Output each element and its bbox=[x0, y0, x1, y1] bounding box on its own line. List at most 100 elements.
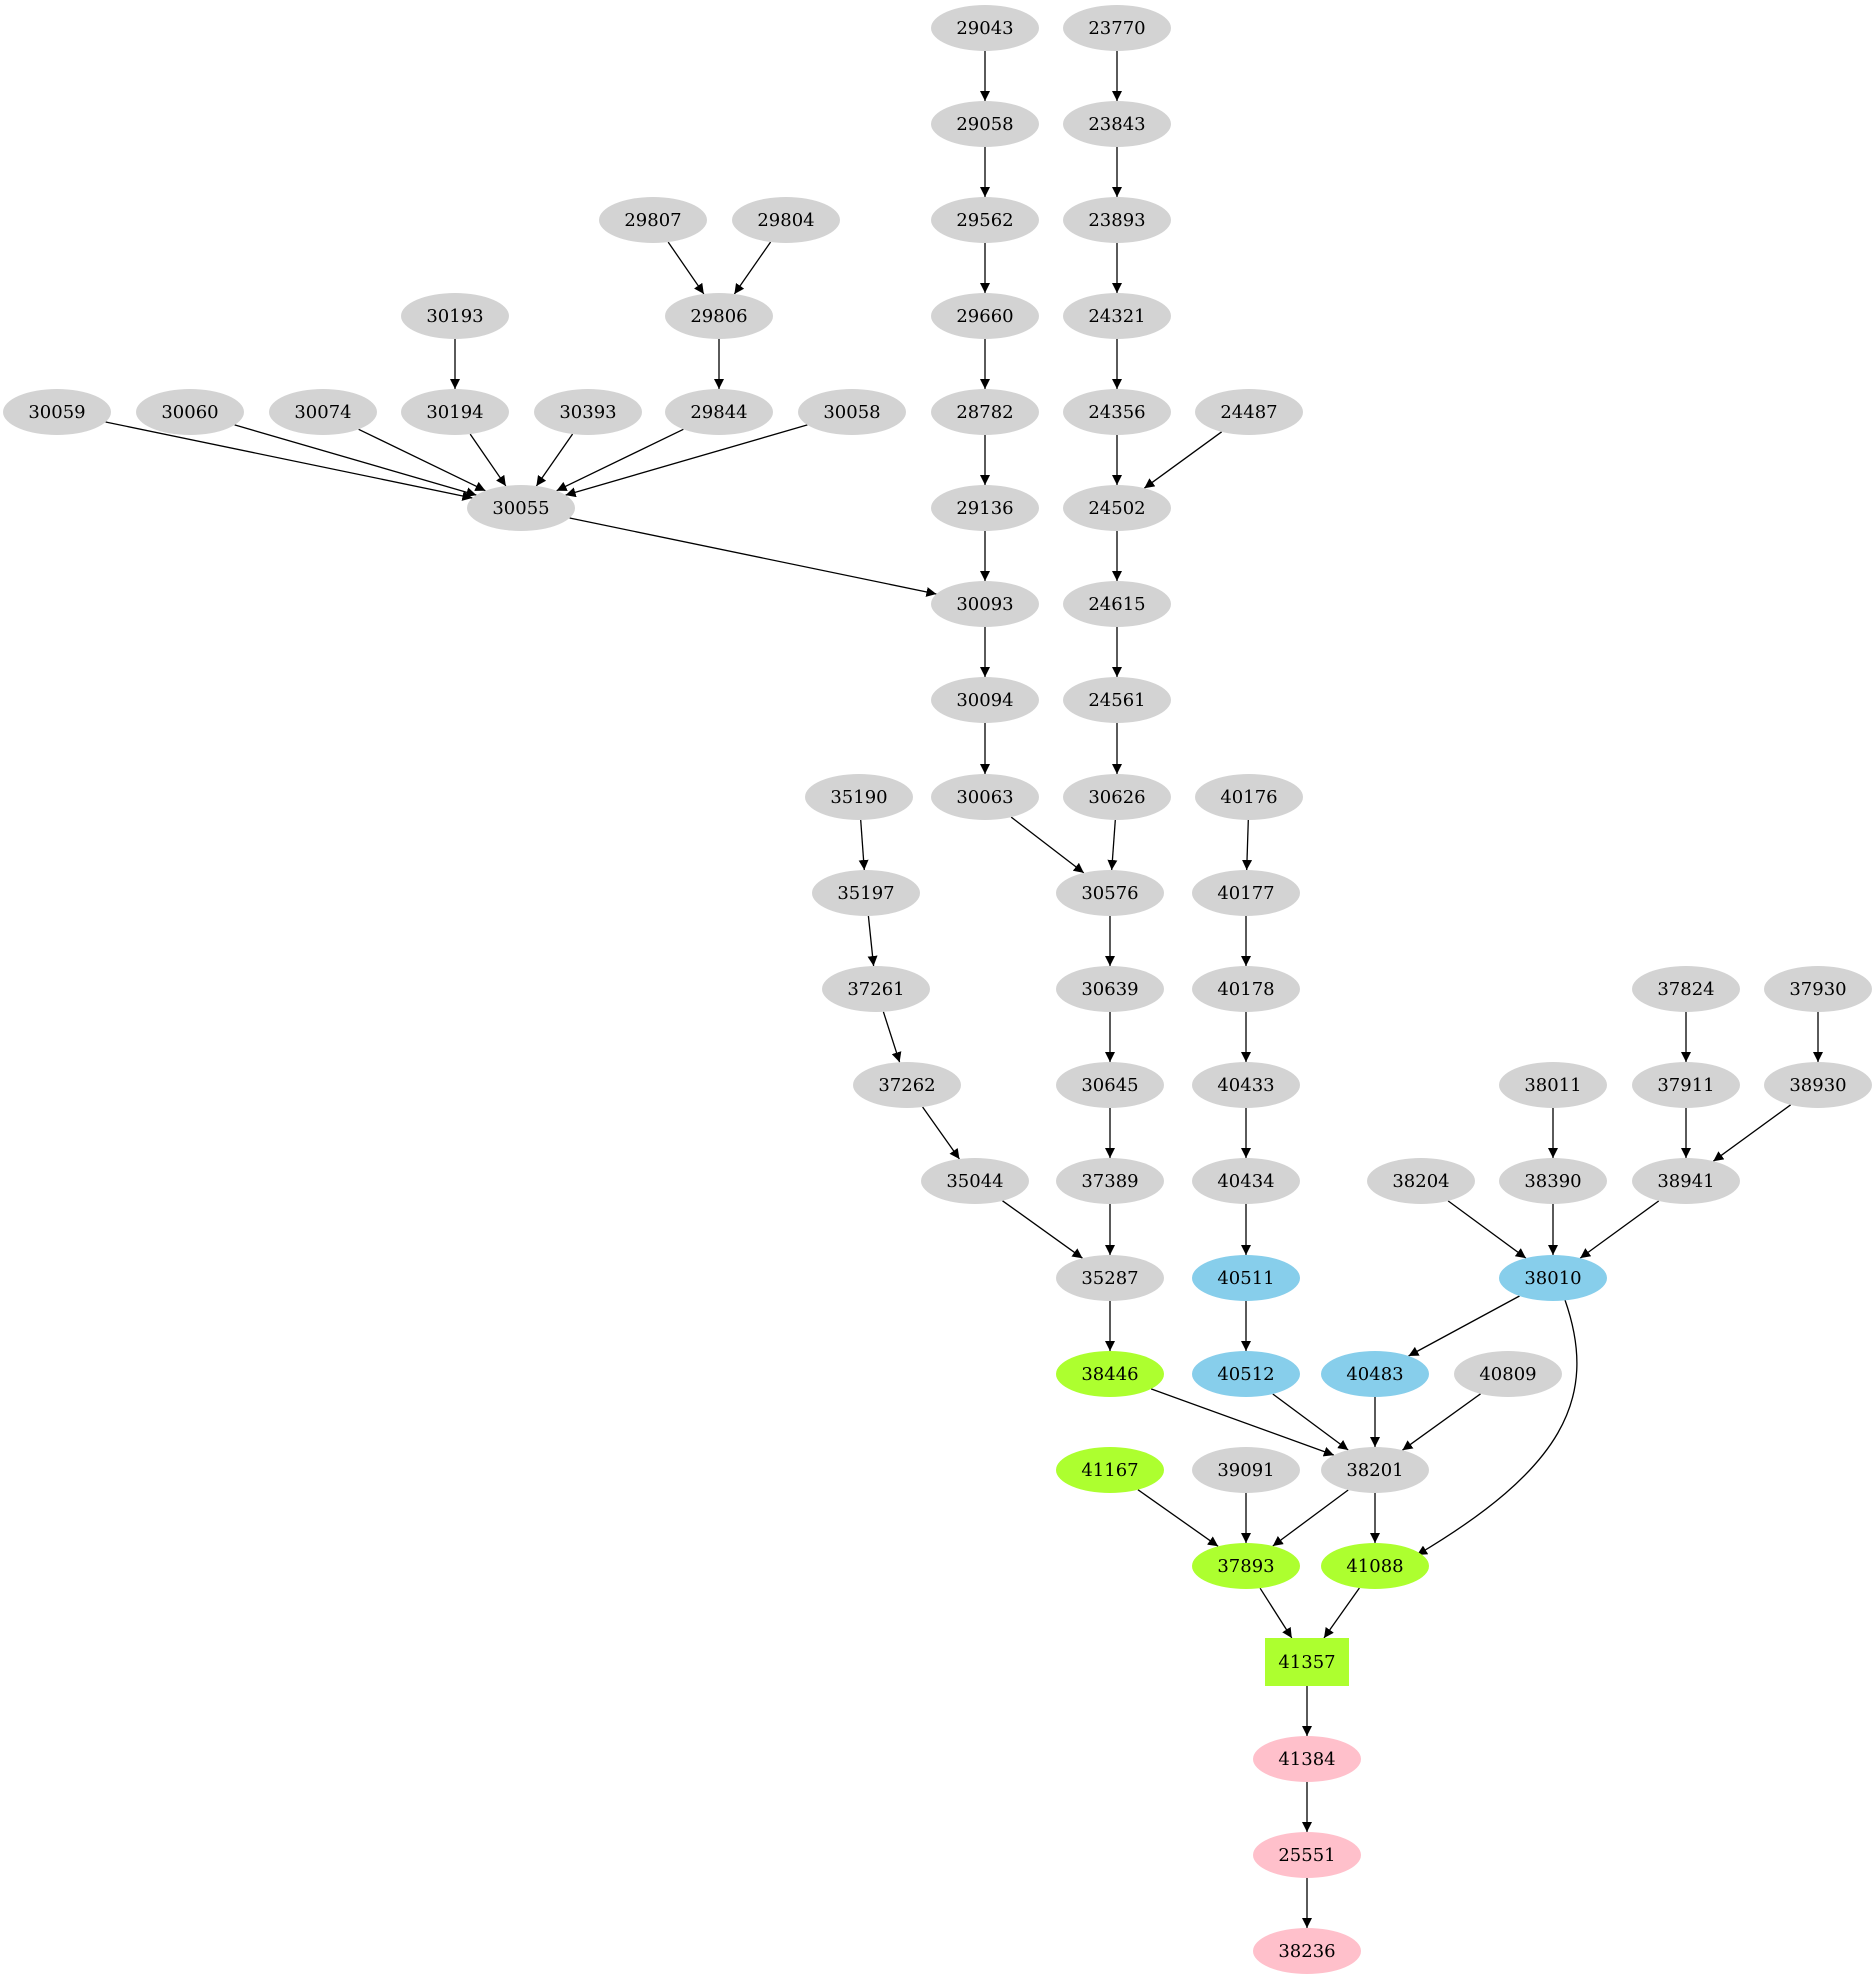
node-shape bbox=[1056, 1447, 1164, 1493]
graph-node-35044: 35044 bbox=[921, 1158, 1029, 1204]
node-shape bbox=[931, 197, 1039, 243]
node-shape bbox=[1192, 966, 1300, 1012]
node-label: 37262 bbox=[878, 1075, 935, 1096]
graph-node-24321: 24321 bbox=[1063, 293, 1171, 339]
graph-node-30058: 30058 bbox=[798, 389, 906, 435]
node-label: 38446 bbox=[1081, 1364, 1138, 1385]
edge-30058-to-30055 bbox=[565, 424, 808, 498]
graph-node-37262: 37262 bbox=[853, 1062, 961, 1108]
node-shape bbox=[1499, 1062, 1607, 1108]
edge-37261-to-37262 bbox=[882, 1011, 902, 1063]
node-shape bbox=[1063, 5, 1171, 51]
node-label: 41167 bbox=[1081, 1460, 1138, 1481]
graph-node-30393: 30393 bbox=[534, 389, 642, 435]
node-label: 23770 bbox=[1088, 18, 1145, 39]
node-label: 29043 bbox=[956, 18, 1013, 39]
graph-node-29806: 29806 bbox=[665, 293, 773, 339]
node-label: 23843 bbox=[1088, 114, 1145, 135]
edge-38010-to-41088 bbox=[1416, 1299, 1578, 1556]
node-shape bbox=[1499, 1158, 1607, 1204]
graph-node-40177: 40177 bbox=[1192, 870, 1300, 916]
node-label: 30058 bbox=[823, 402, 880, 423]
node-shape bbox=[3, 389, 111, 435]
graph-node-30639: 30639 bbox=[1056, 966, 1164, 1012]
node-label: 30645 bbox=[1081, 1075, 1138, 1096]
node-label: 40433 bbox=[1217, 1075, 1274, 1096]
node-shape bbox=[931, 101, 1039, 147]
node-shape bbox=[1265, 1638, 1349, 1686]
graph-node-38941: 38941 bbox=[1632, 1158, 1740, 1204]
node-shape bbox=[534, 389, 642, 435]
node-shape bbox=[1063, 485, 1171, 531]
node-shape bbox=[1321, 1351, 1429, 1397]
node-label: 29804 bbox=[757, 210, 814, 231]
node-label: 38204 bbox=[1392, 1171, 1449, 1192]
graph-node-37893: 37893 bbox=[1192, 1543, 1300, 1589]
node-shape bbox=[1063, 677, 1171, 723]
node-label: 37930 bbox=[1789, 979, 1846, 1000]
graph-node-38446: 38446 bbox=[1056, 1351, 1164, 1397]
edge-38010-to-40483 bbox=[1408, 1295, 1520, 1357]
edge-38941-to-38010 bbox=[1579, 1200, 1660, 1259]
graph-node-30060: 30060 bbox=[136, 389, 244, 435]
node-label: 29660 bbox=[956, 306, 1013, 327]
node-shape bbox=[1192, 1158, 1300, 1204]
node-shape bbox=[1056, 966, 1164, 1012]
node-shape bbox=[1764, 966, 1872, 1012]
edge-41088-to-41357 bbox=[1323, 1587, 1360, 1639]
graph-node-40483: 40483 bbox=[1321, 1351, 1429, 1397]
graph-node-30576: 30576 bbox=[1056, 870, 1164, 916]
node-shape bbox=[1063, 581, 1171, 627]
graph-node-38204: 38204 bbox=[1367, 1158, 1475, 1204]
graph-node-35287: 35287 bbox=[1056, 1255, 1164, 1301]
graph-node-23843: 23843 bbox=[1063, 101, 1171, 147]
node-shape bbox=[921, 1158, 1029, 1204]
graph-node-38010: 38010 bbox=[1499, 1255, 1607, 1301]
node-label: 37824 bbox=[1657, 979, 1714, 1000]
node-shape bbox=[1321, 1543, 1429, 1589]
node-shape bbox=[1632, 1158, 1740, 1204]
edge-37893-to-41357 bbox=[1259, 1587, 1293, 1639]
node-label: 40483 bbox=[1346, 1364, 1403, 1385]
graph-node-29058: 29058 bbox=[931, 101, 1039, 147]
node-shape bbox=[467, 485, 575, 531]
node-shape bbox=[1367, 1158, 1475, 1204]
node-shape bbox=[853, 1062, 961, 1108]
node-shape bbox=[1192, 1062, 1300, 1108]
graph-node-38201: 38201 bbox=[1321, 1447, 1429, 1493]
edge-29804-to-29806 bbox=[733, 241, 772, 295]
node-shape bbox=[1063, 389, 1171, 435]
node-shape bbox=[401, 293, 509, 339]
node-shape bbox=[1192, 1255, 1300, 1301]
node-label: 38930 bbox=[1789, 1075, 1846, 1096]
node-label: 30059 bbox=[28, 402, 85, 423]
graph-node-41167: 41167 bbox=[1056, 1447, 1164, 1493]
node-label: 24615 bbox=[1088, 594, 1145, 615]
node-label: 30393 bbox=[559, 402, 616, 423]
node-label: 40512 bbox=[1217, 1364, 1274, 1385]
node-shape bbox=[931, 5, 1039, 51]
graph-node-25551: 25551 bbox=[1253, 1832, 1361, 1878]
node-label: 30060 bbox=[161, 402, 218, 423]
node-shape bbox=[931, 581, 1039, 627]
graph-node-40176: 40176 bbox=[1195, 774, 1303, 820]
node-label: 30055 bbox=[492, 498, 549, 519]
node-shape bbox=[1195, 389, 1303, 435]
graph-node-24487: 24487 bbox=[1195, 389, 1303, 435]
node-shape bbox=[599, 197, 707, 243]
node-label: 41384 bbox=[1278, 1749, 1335, 1770]
node-label: 30639 bbox=[1081, 979, 1138, 1000]
node-label: 29136 bbox=[956, 498, 1013, 519]
node-shape bbox=[931, 677, 1039, 723]
node-shape bbox=[1056, 1062, 1164, 1108]
node-label: 30063 bbox=[956, 787, 1013, 808]
node-shape bbox=[665, 389, 773, 435]
graph-node-40511: 40511 bbox=[1192, 1255, 1300, 1301]
node-shape bbox=[401, 389, 509, 435]
node-shape bbox=[1454, 1351, 1562, 1397]
edge-30060-to-30055 bbox=[234, 424, 477, 498]
node-label: 40177 bbox=[1217, 883, 1274, 904]
node-shape bbox=[812, 870, 920, 916]
node-label: 23893 bbox=[1088, 210, 1145, 231]
